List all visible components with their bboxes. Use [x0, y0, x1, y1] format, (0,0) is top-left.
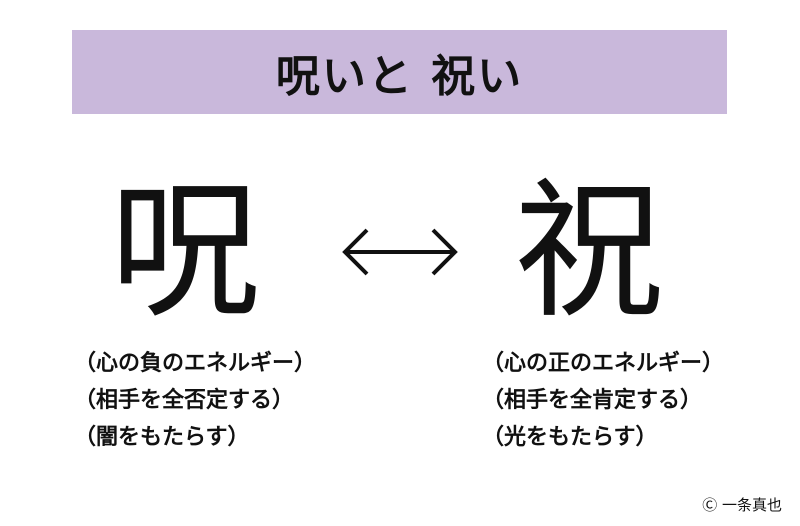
page-title: 呪いと 祝い — [275, 51, 524, 102]
curse-kanji: 呪 — [110, 165, 261, 339]
left-right-arrow-icon — [342, 228, 458, 276]
blessing-line: （心の正のエネルギー） — [482, 351, 725, 376]
curse-description: （心の負のエネルギー） （相手を全否定する） （闇をもたらす） — [74, 345, 316, 456]
blessing-description: （心の正のエネルギー） （相手を全肯定する） （光をもたらす） — [482, 345, 724, 456]
blessing-kanji: 祝 — [514, 165, 665, 339]
blessing-line: （相手を全肯定する） — [482, 388, 703, 413]
title-banner: 呪いと 祝い — [72, 30, 727, 114]
blessing-line: （光をもたらす） — [482, 425, 658, 450]
curse-line: （心の負のエネルギー） — [74, 351, 317, 376]
copyright-notice: Ⓒ 一条真也 — [702, 496, 782, 514]
curse-line: （相手を全否定する） — [74, 388, 295, 413]
curse-line: （闇をもたらす） — [74, 425, 250, 450]
